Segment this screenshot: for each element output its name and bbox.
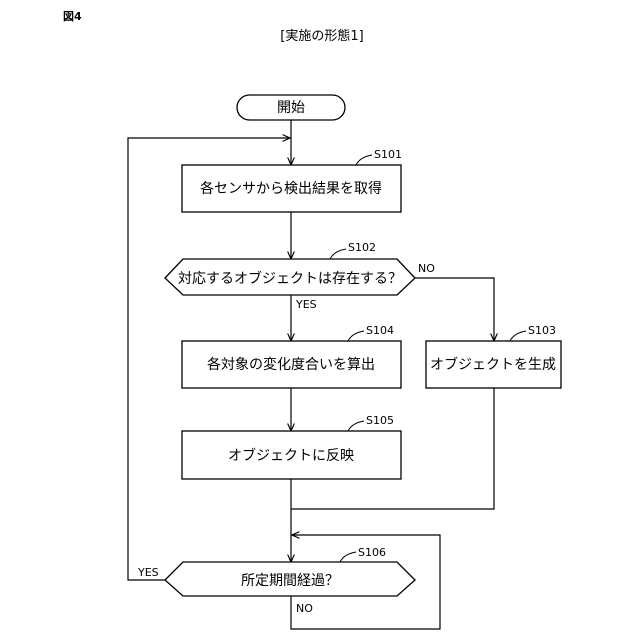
process-s101: 各センサから検出結果を取得 S101 [182, 148, 402, 212]
s106-yes-label: YES [137, 566, 159, 579]
start-label: 開始 [277, 100, 305, 116]
s102-yes-label: YES [295, 298, 317, 311]
s105-step: S105 [366, 414, 394, 427]
s106-step: S106 [358, 546, 386, 559]
s104-step: S104 [366, 324, 394, 337]
s102-step: S102 [348, 241, 376, 254]
s106-no-label: NO [296, 602, 313, 615]
s101-step: S101 [374, 148, 402, 161]
s101-leader [356, 155, 372, 165]
s106-leader [340, 552, 356, 562]
s105-label: オブジェクトに反映 [228, 447, 354, 464]
embodiment-title: [実施の形態1] [280, 28, 363, 44]
s106-label: 所定期間経過？ [241, 573, 339, 589]
decision-s102: 対応するオブジェクトは存在する？ S102 YES NO [165, 241, 435, 311]
s102-no-label: NO [418, 262, 435, 275]
s104-label: 各対象の変化度合いを算出 [207, 356, 375, 373]
s102-leader [330, 249, 346, 259]
s104-leader [348, 331, 364, 341]
s103-label: オブジェクトを生成 [430, 356, 556, 373]
s101-label: 各センサから検出結果を取得 [200, 180, 382, 197]
s103-leader [510, 331, 526, 341]
s102-label: 対応するオブジェクトは存在する？ [178, 270, 402, 287]
decision-s106: 所定期間経過？ S106 YES NO [137, 546, 415, 615]
start-terminal: 開始 [237, 95, 345, 120]
s105-leader [348, 421, 364, 431]
figure-number: 図4 [63, 9, 82, 23]
arrow-s102-no-to-s103 [415, 278, 494, 341]
s103-step: S103 [528, 324, 556, 337]
